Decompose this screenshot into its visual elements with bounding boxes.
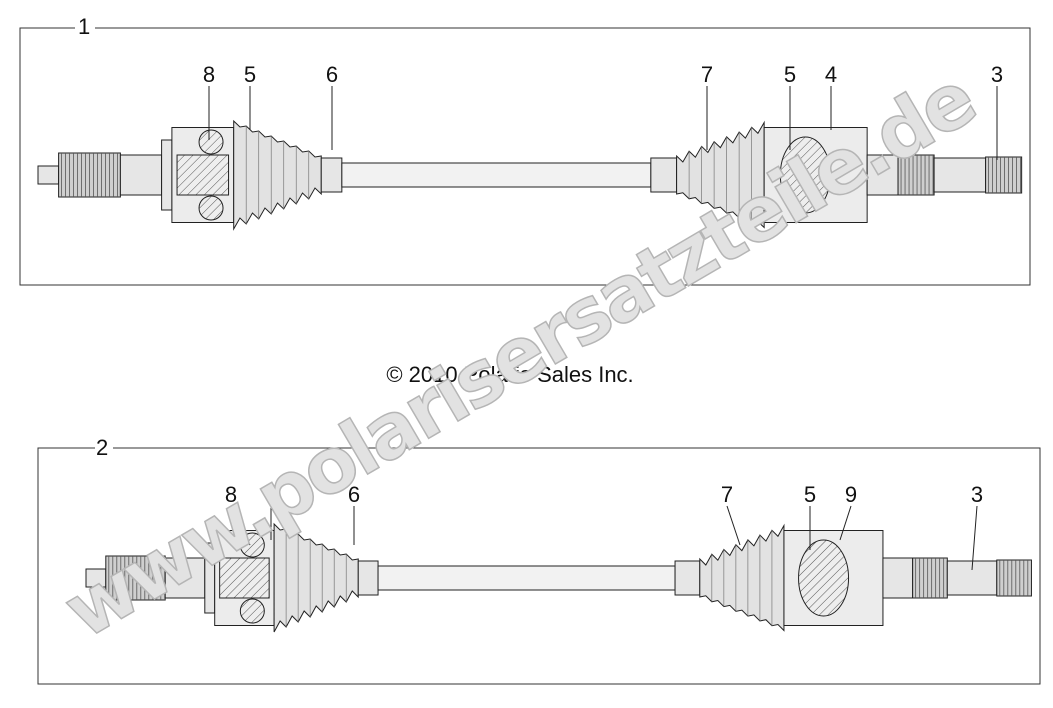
outer-collar — [866, 154, 899, 196]
boot-clamp — [357, 560, 379, 596]
callout-number: 6 — [348, 482, 360, 507]
callout-number: 3 — [991, 62, 1003, 87]
driveshaft-2 — [85, 522, 1032, 633]
outer-boot — [699, 523, 785, 632]
leader-line — [839, 505, 852, 541]
cv-ball — [198, 195, 224, 221]
callout-number: 8 — [203, 62, 215, 87]
leader-line — [726, 505, 741, 546]
assembly-2-frame — [37, 447, 1041, 685]
driveshaft-1 — [37, 119, 1023, 231]
cv-ball — [239, 532, 265, 558]
cv-spider-section — [176, 154, 230, 196]
inner-collar — [119, 154, 163, 196]
leader-line — [971, 505, 978, 571]
leader-line — [230, 505, 251, 546]
inner-spline — [105, 555, 166, 601]
outer-stub — [933, 157, 987, 193]
outer-cv-section — [798, 539, 850, 617]
callout-number: 5 — [244, 62, 256, 87]
inner-boot — [233, 119, 322, 231]
callout-number: 6 — [326, 62, 338, 87]
callout-number: 7 — [721, 482, 733, 507]
callout-number: 5 — [804, 482, 816, 507]
inner-collar — [164, 557, 206, 599]
assembly-1-label: 1 — [78, 14, 90, 39]
copyright-text: © 2010 Polaris Sales Inc. — [386, 362, 633, 387]
wheel-spline — [897, 154, 935, 196]
callout-number: 4 — [825, 62, 837, 87]
callout-number: 9 — [845, 482, 857, 507]
callout-number: 5 — [784, 62, 796, 87]
boot-clamp — [320, 157, 343, 193]
outer-cv-section — [779, 136, 831, 214]
cv-ball — [239, 598, 265, 624]
axle-shaft — [377, 565, 676, 591]
callout-number: 5 — [265, 482, 277, 507]
callout-number: 3 — [971, 482, 983, 507]
end-spline — [996, 559, 1032, 597]
cv-spider-section — [219, 557, 270, 599]
boot-clamp — [674, 560, 701, 596]
wheel-spline — [912, 557, 948, 599]
cv-ball — [198, 129, 224, 155]
stub-end — [37, 165, 60, 185]
callout-number: 8 — [225, 482, 237, 507]
assembly-1-frame — [19, 27, 1031, 286]
assembly-2-label: 2 — [96, 435, 108, 460]
callout-number: 7 — [701, 62, 713, 87]
boot-clamp — [650, 157, 678, 193]
housing-flange — [161, 139, 173, 211]
outer-collar — [882, 557, 914, 599]
axle-shaft — [341, 162, 652, 188]
end-spline — [985, 156, 1023, 194]
